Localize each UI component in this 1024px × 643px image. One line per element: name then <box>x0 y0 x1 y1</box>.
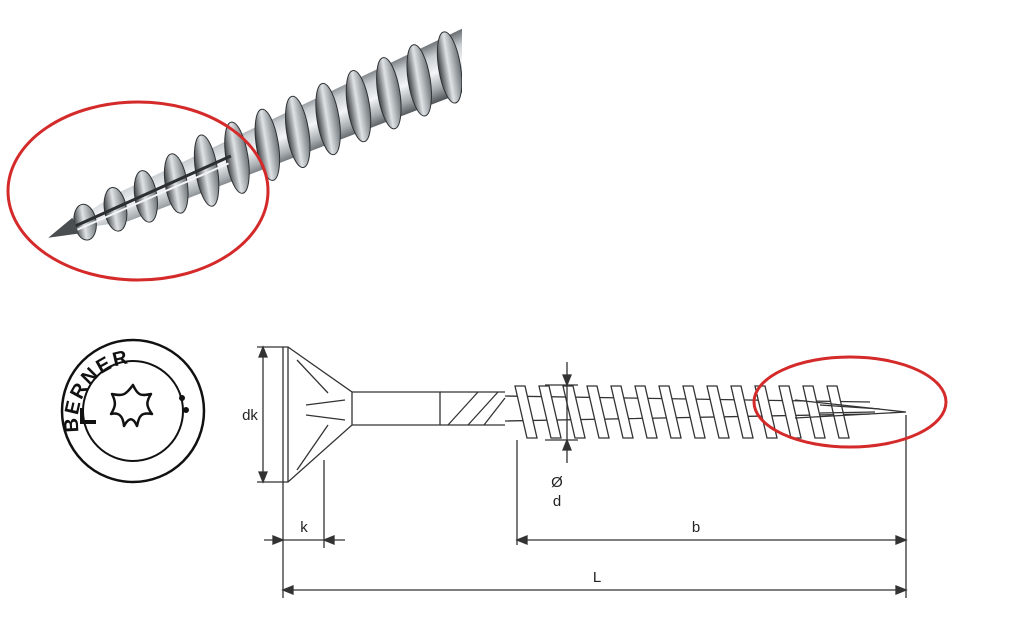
technical-drawing <box>257 345 908 598</box>
cutter-section <box>440 391 505 426</box>
thread-flank <box>586 385 610 439</box>
berner-logo: BERNER <box>61 338 206 484</box>
d-label: d <box>553 493 561 510</box>
thread-flank <box>682 385 706 439</box>
thread-crest <box>284 95 311 169</box>
thread-flank <box>802 385 826 439</box>
d-symbol-label: Ø <box>551 474 563 491</box>
screw-shank <box>352 391 441 426</box>
thread-flank <box>658 385 682 439</box>
thread-flank <box>538 385 562 439</box>
thread-flank <box>730 385 754 439</box>
dk-label: dk <box>242 407 258 424</box>
thread-crest <box>463 17 496 92</box>
tip-groove <box>64 154 232 233</box>
screw-head <box>282 346 353 483</box>
thread-flank <box>826 385 850 439</box>
thread-crest <box>436 31 462 104</box>
thread-crests <box>73 17 496 241</box>
photo-highlight-ellipse <box>6 100 270 282</box>
L-label: L <box>593 569 601 586</box>
drawing-highlight-ellipse <box>752 355 948 449</box>
thread-crest <box>376 57 402 130</box>
b-dimension-line <box>516 415 907 598</box>
thread-crest <box>345 70 372 143</box>
thread-flank <box>514 385 538 439</box>
thread-flank <box>634 385 658 439</box>
thread-flank <box>610 385 634 439</box>
b-label: b <box>692 519 700 536</box>
thread-crest <box>315 82 341 156</box>
torx-star-icon <box>109 383 154 428</box>
screw-point <box>48 217 80 238</box>
thread-flank <box>778 385 802 439</box>
k-label: k <box>300 519 308 536</box>
thread-flank <box>562 385 586 439</box>
dk-dimension-line <box>257 346 283 483</box>
drawing-threads <box>514 385 850 439</box>
screw-tip-photo <box>48 16 496 241</box>
drawing-tip <box>794 399 907 419</box>
thread-flank <box>706 385 730 439</box>
thread-crest <box>406 44 432 117</box>
